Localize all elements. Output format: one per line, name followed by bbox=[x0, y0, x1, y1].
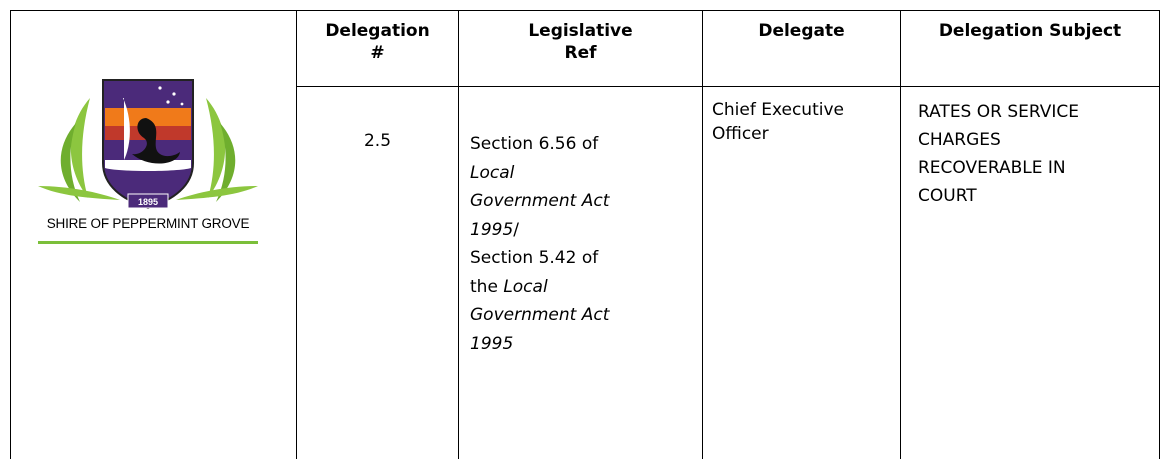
shire-logo: 1895 SHIRE OF PEPPERMINT GROVE bbox=[28, 68, 268, 268]
legislative-ref-line3: Government Act bbox=[470, 191, 610, 211]
table-border-left bbox=[10, 10, 11, 459]
table-border-right bbox=[1159, 10, 1160, 459]
legislative-ref-line2: Local bbox=[470, 162, 515, 183]
cell-delegation-number: 2.5 bbox=[297, 128, 458, 154]
column-divider-2 bbox=[458, 10, 459, 459]
header-legislative-ref-line1: Legislative bbox=[528, 21, 633, 41]
column-divider-1 bbox=[296, 10, 297, 459]
header-delegation-number-line1: Delegation bbox=[325, 21, 430, 41]
column-divider-3 bbox=[702, 10, 703, 459]
header-legislative-ref: Legislative Ref bbox=[459, 20, 702, 64]
column-divider-4 bbox=[900, 10, 901, 459]
delegation-number-value: 2.5 bbox=[363, 131, 392, 151]
cell-delegation-subject: RATES OR SERVICE CHARGES RECOVERABLE IN … bbox=[918, 98, 1158, 210]
header-delegation-number: Delegation # bbox=[297, 20, 458, 64]
subject-line3: RECOVERABLE IN bbox=[918, 158, 1066, 178]
legislative-ref-line1: Section 6.56 of bbox=[470, 134, 599, 154]
logo-text: SHIRE OF PEPPERMINT GROVE bbox=[46, 216, 250, 231]
legislative-ref-line6: the Local bbox=[470, 276, 548, 297]
legislative-ref-line7: Government Act bbox=[470, 305, 610, 325]
logo-underline bbox=[38, 241, 258, 244]
subject-line2: CHARGES bbox=[918, 130, 1001, 150]
logo-year: 1895 bbox=[138, 197, 158, 207]
delegate-line2: Officer bbox=[712, 124, 769, 144]
legislative-ref-line8: 1995 bbox=[470, 333, 514, 354]
cell-delegate: Chief Executive Officer bbox=[712, 98, 900, 146]
header-delegation-subject-label: Delegation Subject bbox=[938, 21, 1122, 41]
subject-line4: COURT bbox=[918, 186, 977, 206]
swan-crest-icon: 1895 bbox=[38, 79, 258, 210]
header-delegate-label: Delegate bbox=[758, 21, 845, 41]
header-legislative-ref-line2: Ref bbox=[564, 43, 597, 63]
table-border-top bbox=[10, 10, 1160, 11]
header-divider bbox=[296, 86, 1160, 87]
legislative-ref-line4: 1995/ bbox=[470, 219, 519, 240]
header-delegation-number-line2: # bbox=[370, 43, 385, 63]
subject-line1: RATES OR SERVICE bbox=[918, 102, 1080, 122]
cell-legislative-ref: Section 6.56 of Local Government Act 199… bbox=[470, 130, 700, 358]
header-delegation-subject: Delegation Subject bbox=[901, 20, 1159, 42]
legislative-ref-line5: Section 5.42 of bbox=[470, 248, 599, 268]
delegate-line1: Chief Executive bbox=[712, 100, 844, 120]
header-delegate: Delegate bbox=[703, 20, 900, 42]
